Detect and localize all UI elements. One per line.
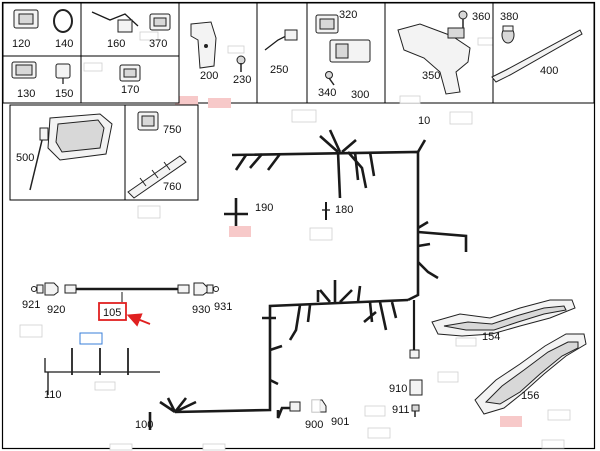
part-360-label: 360 [472, 11, 490, 23]
part-180-label: 180 [335, 204, 353, 216]
part-910-label: 910 [389, 383, 407, 395]
part-190[interactable]: 190 [224, 198, 273, 237]
part-380-label: 380 [500, 11, 518, 23]
part-760-label: 760 [163, 181, 181, 193]
part-340-label: 340 [318, 87, 336, 99]
cell-750-760[interactable]: 750 760 [124, 104, 199, 201]
part-360-screw-icon [458, 10, 468, 20]
part-400-label: 400 [540, 65, 558, 77]
cell-130-150[interactable]: 130 150 [2, 55, 82, 104]
cell-160-370[interactable]: 160 370 [80, 2, 180, 57]
part-160-label: 160 [107, 38, 125, 50]
part-340-bolt-icon [325, 71, 333, 79]
main-harness-10[interactable]: 10 [148, 115, 468, 430]
harness-10-label: 10 [418, 115, 430, 127]
placeholder-tag [175, 96, 198, 106]
part-190-label: 190 [255, 202, 273, 214]
cell-380-400[interactable]: 380 400 [491, 2, 595, 104]
part-911-label: 911 [392, 404, 410, 416]
cell-320-340-300[interactable]: 320 340 300 [306, 2, 386, 104]
part-250-label: 250 [270, 64, 288, 76]
cell-250[interactable]: 250 [256, 2, 308, 104]
secondary-box [79, 332, 103, 345]
part-300-label: 300 [351, 89, 369, 101]
part-154-label: 154 [482, 331, 500, 343]
part-350-cover-icon [397, 23, 471, 95]
part-120-label: 120 [12, 38, 30, 50]
part-901-label: 901 [331, 416, 349, 428]
part-150-label: 150 [55, 88, 73, 100]
part-931-label: 931 [214, 301, 232, 313]
part-400-tie-strap-icon [491, 29, 583, 83]
callout-arrow [126, 313, 151, 327]
part-370-label: 370 [149, 38, 167, 50]
part-920-label: 920 [47, 304, 65, 316]
part-320-label: 320 [339, 9, 357, 21]
part-350-label: 350 [422, 70, 440, 82]
part-110[interactable]: 110 [44, 348, 160, 401]
part-910-connector-icon [409, 349, 420, 359]
part-230-screw-icon [236, 55, 246, 65]
part-200-label: 200 [200, 70, 218, 82]
part-154[interactable]: 154 [431, 299, 576, 347]
part-180[interactable]: 180 [309, 202, 353, 241]
part-170-label: 170 [121, 84, 139, 96]
part-156-label: 156 [521, 390, 539, 402]
placeholder-tag [229, 226, 251, 237]
cell-170[interactable]: 170 [80, 55, 180, 104]
part-140-label: 140 [55, 38, 73, 50]
part-110-label: 110 [44, 389, 62, 401]
part-920-connector-icon [44, 282, 59, 296]
cell-360-350[interactable]: 360 350 [384, 2, 495, 104]
part-930-label: 930 [192, 304, 210, 316]
part-200-bracket-icon [190, 21, 217, 69]
cell-200-230[interactable]: 200 230 [175, 2, 258, 108]
part-900-label: 900 [305, 419, 323, 431]
part-750-label: 750 [163, 124, 181, 136]
part-150-icon [55, 63, 71, 79]
part-156[interactable]: 156 [474, 333, 587, 427]
cell-500[interactable]: 500 [9, 104, 126, 201]
part-921-label: 921 [22, 299, 40, 311]
part-230-label: 230 [233, 74, 251, 86]
placeholder-tag [500, 416, 522, 427]
part-130-label: 130 [17, 88, 35, 100]
cable-105-assembly[interactable]: 921 920 930 931 105 [19, 282, 232, 345]
cell-120-140[interactable]: 120 140 [2, 2, 82, 57]
part-500-label: 500 [16, 152, 34, 164]
part-154-rail-icon [431, 299, 576, 337]
part-100-label: 100 [135, 419, 153, 431]
part-105-label: 105 [103, 307, 121, 319]
placeholder-tag [208, 98, 231, 108]
part-930-connector-icon [193, 282, 208, 296]
highlight-box-105[interactable] [98, 302, 127, 321]
part-900-connector-icon [289, 401, 301, 412]
part-140-ring-icon [53, 9, 73, 33]
